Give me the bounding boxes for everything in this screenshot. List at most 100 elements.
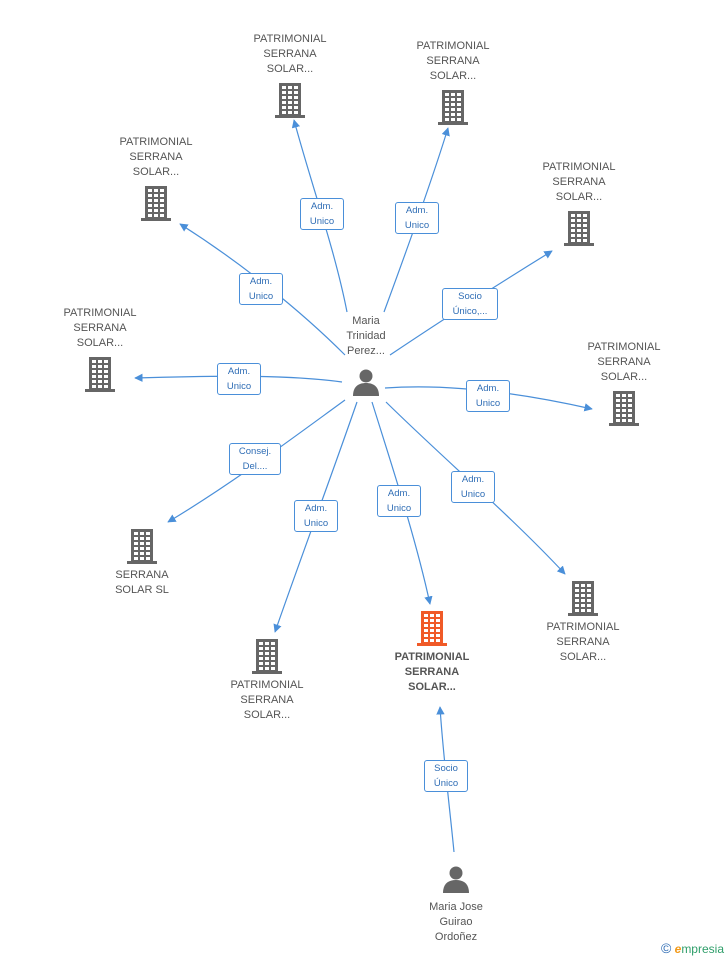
brand-name: mpresia xyxy=(681,942,724,956)
company-node[interactable]: PATRIMONIAL SERRANA SOLAR... xyxy=(523,580,643,665)
company-label-line: SERRANA xyxy=(426,55,480,67)
company-label: PATRIMONIAL SERRANA SOLAR... xyxy=(564,340,684,385)
company-label-focus: PATRIMONIAL SERRANA SOLAR... xyxy=(372,650,492,695)
company-label-line: SERRANA xyxy=(552,176,606,188)
building-icon xyxy=(564,211,594,246)
company-node[interactable]: PATRIMONIAL SERRANA SOLAR... xyxy=(96,135,216,221)
brand-watermark: © empresia xyxy=(661,940,724,956)
building-icon xyxy=(568,581,598,616)
relation-badge-line: Unico xyxy=(309,216,335,227)
relation-badge[interactable]: Adm. Unico xyxy=(294,500,338,532)
company-label: SERRANA SOLAR SL xyxy=(82,568,202,598)
relation-badge-line: Unico xyxy=(226,381,252,392)
brand-e: e xyxy=(674,942,682,956)
relation-badge-line: Del.... xyxy=(242,461,268,472)
person-second-label: Maria Jose Guirao Ordoñez xyxy=(396,900,516,945)
person-node-second[interactable]: Maria Jose Guirao Ordoñez xyxy=(396,864,516,945)
company-node[interactable]: PATRIMONIAL SERRANA SOLAR... xyxy=(564,340,684,426)
person-main-line: Trinidad xyxy=(346,330,386,342)
person-icon xyxy=(353,369,379,396)
relation-badge-line: Único xyxy=(433,778,459,789)
company-label-line: SOLAR... xyxy=(266,63,314,75)
relation-badge[interactable]: Adm. Unico xyxy=(300,198,344,230)
relation-badge-line: Unico xyxy=(460,489,486,500)
company-label-line: SOLAR SL xyxy=(115,584,169,596)
relation-badge[interactable]: Adm. Unico xyxy=(377,485,421,517)
relation-badge-line: Unico xyxy=(404,220,430,231)
company-label-line: PATRIMONIAL xyxy=(119,136,193,148)
relation-badge[interactable]: Adm. Unico xyxy=(395,202,439,234)
relation-badge-line: Unico xyxy=(248,291,274,302)
relation-badge[interactable]: Adm. Unico xyxy=(239,273,283,305)
company-node-focus[interactable]: PATRIMONIAL SERRANA SOLAR... xyxy=(372,610,492,695)
company-node[interactable]: PATRIMONIAL SERRANA SOLAR... xyxy=(519,160,639,246)
person-icon xyxy=(443,866,469,893)
company-label-line: SERRANA xyxy=(556,636,610,648)
relation-badge-line: Adm. xyxy=(405,205,429,216)
company-label: PATRIMONIAL SERRANA SOLAR... xyxy=(523,620,643,665)
company-node[interactable]: SERRANA SOLAR SL xyxy=(82,528,202,598)
relation-badge-line: Adm. xyxy=(227,366,251,377)
company-label-line: SERRANA xyxy=(73,322,127,334)
company-node[interactable]: PATRIMONIAL SERRANA SOLAR... xyxy=(393,39,513,125)
person-second-line: Guirao xyxy=(439,916,473,928)
company-node[interactable]: PATRIMONIAL SERRANA SOLAR... xyxy=(207,638,327,723)
company-label-line: SERRANA xyxy=(115,569,169,581)
company-label: PATRIMONIAL SERRANA SOLAR... xyxy=(230,32,350,77)
company-label-line: PATRIMONIAL xyxy=(394,651,470,663)
company-label-line: SOLAR... xyxy=(408,681,456,693)
relation-badge-line: Adm. xyxy=(476,383,500,394)
relation-badge-line: Adm. xyxy=(249,276,273,287)
relation-badge[interactable]: Adm. Unico xyxy=(451,471,495,503)
company-label: PATRIMONIAL SERRANA SOLAR... xyxy=(40,306,160,351)
relation-badge-line: Adm. xyxy=(387,488,411,499)
company-label-line: SERRANA xyxy=(597,356,651,368)
company-label-line: PATRIMONIAL xyxy=(253,33,327,45)
person-second-line: Ordoñez xyxy=(434,931,478,943)
person-main-line: Perez... xyxy=(347,345,385,357)
person-node-main[interactable]: Maria Trinidad Perez... xyxy=(306,314,426,397)
company-label-line: PATRIMONIAL xyxy=(542,161,616,173)
relation-badge-line: Adm. xyxy=(310,201,334,212)
person-main-line: Maria xyxy=(352,315,380,327)
building-icon xyxy=(127,529,157,564)
company-node[interactable]: PATRIMONIAL SERRANA SOLAR... xyxy=(40,306,160,392)
company-label-line: SOLAR... xyxy=(429,70,477,82)
relation-badge[interactable]: Adm. Unico xyxy=(217,363,261,395)
person-second-line: Maria Jose xyxy=(429,901,483,913)
relation-badge[interactable]: Socio Único xyxy=(424,760,468,792)
relation-badge-line: Adm. xyxy=(461,474,485,485)
company-label-line: SOLAR... xyxy=(600,371,648,383)
company-label-line: SERRANA xyxy=(404,666,460,678)
company-label: PATRIMONIAL SERRANA SOLAR... xyxy=(393,39,513,84)
building-icon xyxy=(438,90,468,125)
building-icon xyxy=(417,611,447,646)
company-label: PATRIMONIAL SERRANA SOLAR... xyxy=(96,135,216,180)
company-label-line: PATRIMONIAL xyxy=(587,341,661,353)
relation-badge-line: Unico xyxy=(386,503,412,514)
company-label-line: SOLAR... xyxy=(243,709,291,721)
company-label-line: SOLAR... xyxy=(132,166,180,178)
relation-badge-line: Consej. xyxy=(238,446,272,457)
relation-badge-line: Socio xyxy=(458,291,482,302)
building-icon xyxy=(85,357,115,392)
company-label-line: PATRIMONIAL xyxy=(546,621,620,633)
relation-badge[interactable]: Socio Único,... xyxy=(442,288,498,320)
company-label: PATRIMONIAL SERRANA SOLAR... xyxy=(207,678,327,723)
copyright-icon: © xyxy=(660,940,672,956)
relation-badge[interactable]: Adm. Unico xyxy=(466,380,510,412)
relation-badge-line: Único,... xyxy=(452,306,488,317)
building-icon xyxy=(275,83,305,118)
relation-badge-line: Unico xyxy=(303,518,329,529)
relation-badge-line: Unico xyxy=(475,398,501,409)
company-label-line: PATRIMONIAL xyxy=(63,307,137,319)
company-label-line: PATRIMONIAL xyxy=(416,40,490,52)
building-icon xyxy=(141,186,171,221)
relation-badge[interactable]: Consej. Del.... xyxy=(229,443,281,475)
company-node[interactable]: PATRIMONIAL SERRANA SOLAR... xyxy=(230,32,350,118)
company-label-line: SERRANA xyxy=(129,151,183,163)
company-label-line: SERRANA xyxy=(240,694,294,706)
person-main-label: Maria Trinidad Perez... xyxy=(306,314,426,359)
company-label-line: SOLAR... xyxy=(555,191,603,203)
company-label-line: SOLAR... xyxy=(559,651,607,663)
